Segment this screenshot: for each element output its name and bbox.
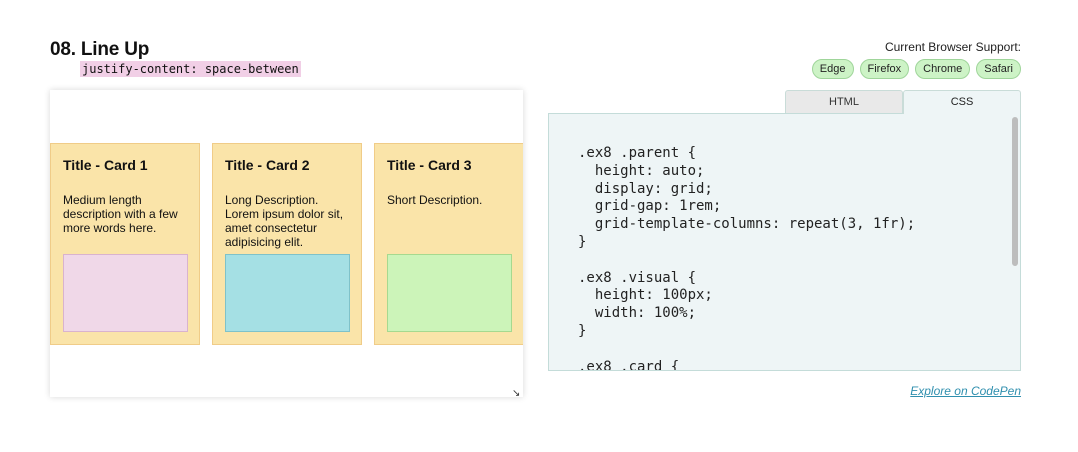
code-content: .ex8 .parent { height: auto; display: gr… (578, 145, 916, 371)
card-grid: Title - Card 1 Medium length description… (50, 143, 523, 345)
card-description: Medium length description with a few mor… (63, 193, 178, 235)
card-2: Title - Card 2 Long Description. Lorem i… (212, 143, 362, 345)
card-visual (387, 254, 512, 332)
browser-support: Current Browser Support: Edge Firefox Ch… (811, 40, 1021, 79)
tab-css[interactable]: CSS (903, 90, 1021, 114)
card-visual (63, 254, 188, 332)
card-title: Title - Card 3 (387, 157, 472, 173)
browser-support-label: Current Browser Support: (884, 40, 1021, 54)
card-3: Title - Card 3 Short Description. (374, 143, 523, 345)
card-description: Short Description. (387, 193, 483, 207)
code-label: justify-content: space-between (80, 61, 301, 77)
card-title: Title - Card 2 (225, 157, 310, 173)
badge-safari: Safari (976, 59, 1021, 79)
code-panel[interactable]: .ex8 .parent { height: auto; display: gr… (548, 113, 1021, 371)
card-title: Title - Card 1 (63, 157, 148, 173)
badge-edge: Edge (811, 59, 854, 79)
demo-pane: Title - Card 1 Medium length description… (50, 90, 523, 397)
tab-html[interactable]: HTML (785, 90, 903, 113)
badge-firefox: Firefox (859, 59, 910, 79)
card-1: Title - Card 1 Medium length description… (50, 143, 200, 345)
browser-badges: Edge Firefox Chrome Safari (811, 59, 1021, 79)
explore-codepen-link[interactable]: Explore on CodePen (910, 384, 1021, 398)
card-visual (225, 254, 350, 332)
section-title: 08. Line Up (50, 39, 150, 60)
code-scrollbar[interactable] (1012, 117, 1018, 266)
card-description: Long Description. Lorem ipsum dolor sit,… (225, 193, 344, 249)
badge-chrome: Chrome (915, 59, 971, 79)
resize-handle-icon[interactable]: ↘ (512, 388, 521, 399)
